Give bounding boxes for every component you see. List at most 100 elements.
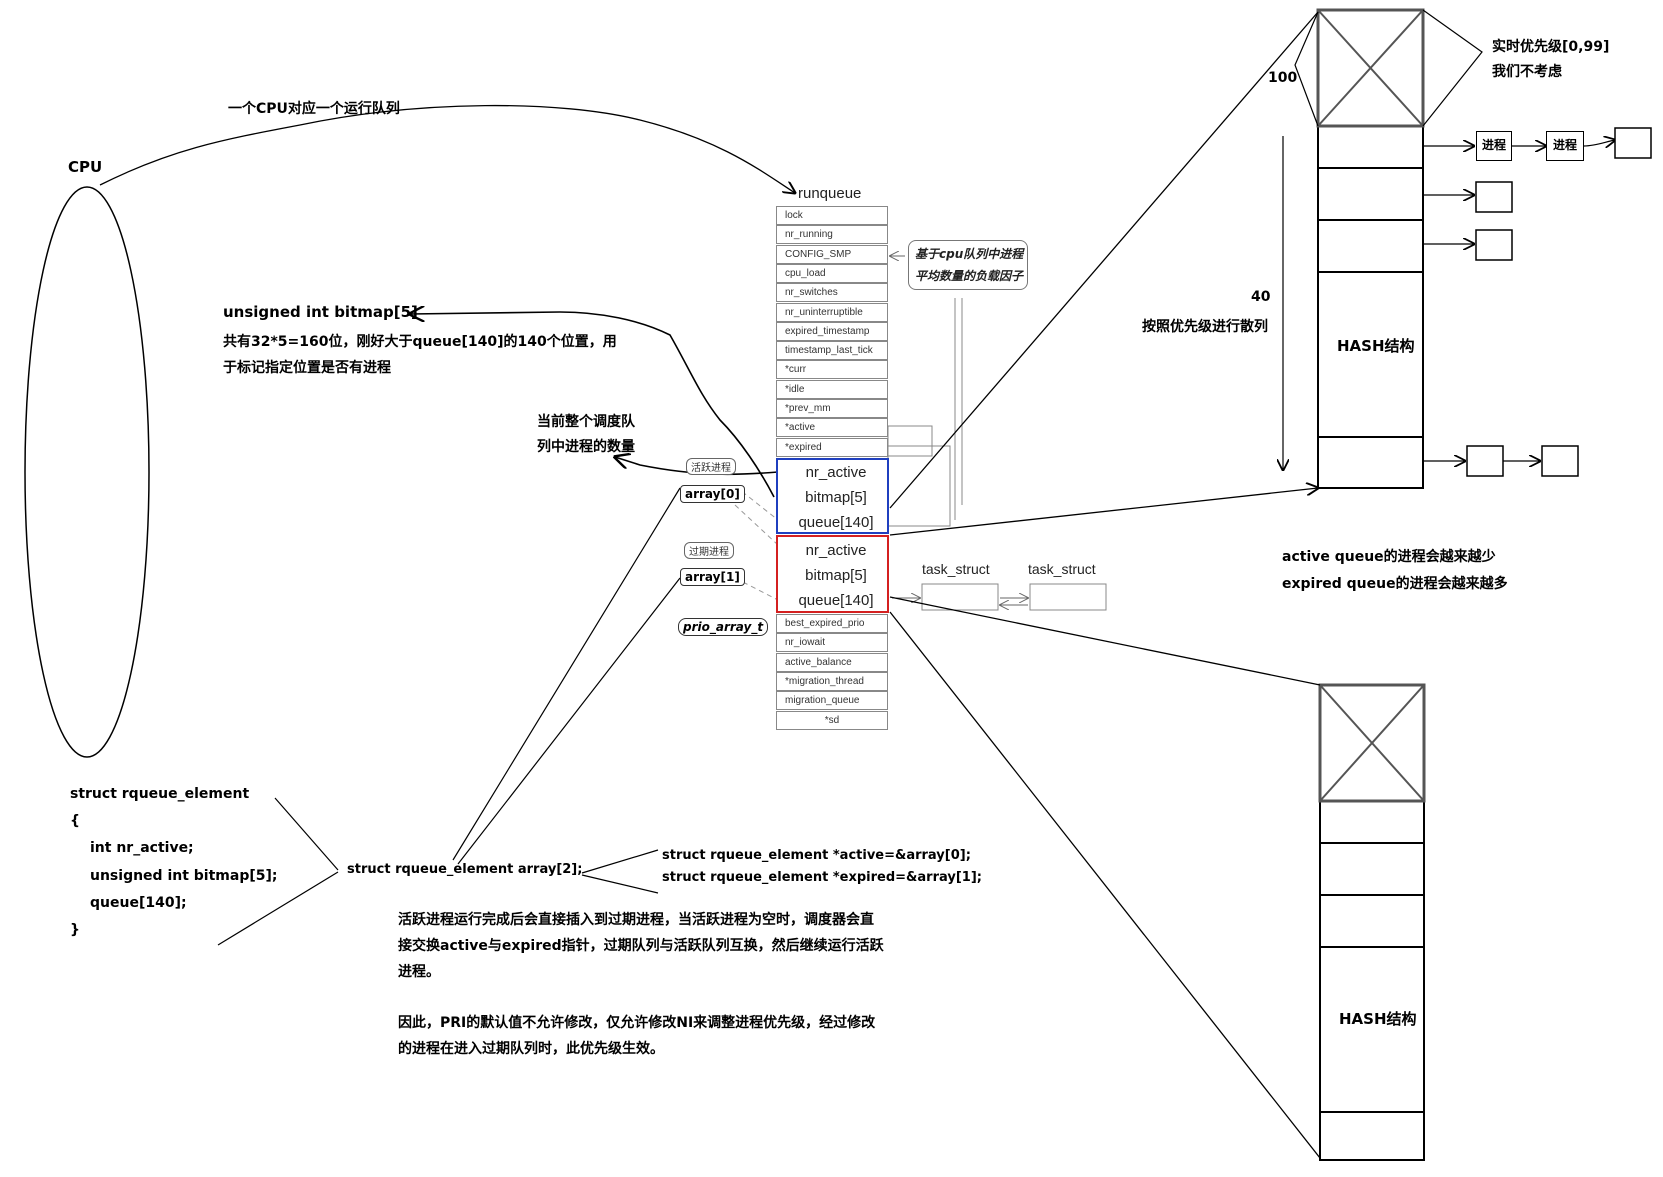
cpu-load-note-line2: 平均数量的负载因子 bbox=[915, 269, 1024, 283]
explanation-p2-line1: 因此，PRI的默认值不允许修改，仅允许修改NI来调整进程优先级，经过修改 bbox=[398, 1015, 876, 1031]
queue-note-line1: active queue的进程会越来越少 bbox=[1282, 549, 1496, 565]
cpu-load-note-line1: 基于cpu队列中进程 bbox=[915, 247, 1024, 261]
runqueue-field: *migration_thread bbox=[776, 671, 888, 691]
struct-line6: } bbox=[70, 922, 80, 938]
array1-dashed-line bbox=[734, 577, 779, 601]
runqueue-field: timestamp_last_tick bbox=[776, 341, 888, 361]
runqueue-field: *sd bbox=[776, 710, 888, 730]
bitmap-desc-line2: 于标记指定位置是否有进程 bbox=[223, 360, 391, 376]
struct-line4: unsigned int bitmap[5]; bbox=[90, 868, 278, 884]
expired-proj-top bbox=[889, 596, 1321, 686]
process-box-empty-5 bbox=[1541, 445, 1579, 477]
array0-tag: array[0] bbox=[680, 485, 745, 503]
runqueue-field: *idle bbox=[776, 379, 888, 399]
num-100: 100 bbox=[1268, 70, 1298, 86]
task-struct-label-1: task_struct bbox=[922, 561, 990, 577]
queue-note-line2: expired queue的进程会越来越多 bbox=[1282, 576, 1508, 592]
process-box-empty-1 bbox=[1614, 127, 1652, 159]
chain-1-arrow-3 bbox=[1583, 140, 1615, 146]
array-decl: struct rqueue_element array[2]; bbox=[347, 862, 583, 877]
explanation-p2-line2: 的进程在进入过期队列时，此优先级生效。 bbox=[398, 1041, 664, 1057]
active-queue: queue[140] bbox=[798, 514, 874, 531]
task-struct-box-1 bbox=[921, 583, 999, 611]
explanation-p1-line3: 进程。 bbox=[398, 964, 440, 980]
pointer-expired: struct rqueue_element *expired=&array[1]… bbox=[662, 870, 982, 885]
cpu-ellipse bbox=[24, 186, 150, 758]
active-process-tag: 活跃进程 bbox=[686, 458, 736, 475]
task-struct-label-2: task_struct bbox=[1028, 561, 1096, 577]
hash-top-container bbox=[1317, 9, 1424, 489]
runqueue-field: nr_iowait bbox=[776, 633, 888, 653]
realtime-note-line2: 我们不考虑 bbox=[1492, 64, 1562, 80]
expired-queue: queue[140] bbox=[798, 592, 874, 609]
runqueue-field: nr_running bbox=[776, 225, 888, 245]
runqueue-field: *active bbox=[776, 418, 888, 438]
struct-line3: int nr_active; bbox=[90, 840, 194, 856]
expired-bitmap: bitmap[5] bbox=[805, 567, 867, 584]
task-struct-box-2 bbox=[1029, 583, 1107, 611]
runqueue-field: *prev_mm bbox=[776, 399, 888, 418]
hash-top-label: HASH结构 bbox=[1337, 337, 1415, 355]
struct-brace-bottom bbox=[217, 871, 339, 946]
active-pointer-box bbox=[887, 425, 933, 457]
hash-bottom-container bbox=[1319, 684, 1425, 1161]
struct-line2: { bbox=[70, 813, 80, 829]
pointer-brace-top bbox=[581, 849, 659, 874]
expired-array-box bbox=[776, 535, 889, 613]
array-bracket-line bbox=[734, 504, 779, 546]
active-proj-bottom bbox=[889, 488, 1318, 536]
explanation-p1-line1: 活跃进程运行完成后会直接插入到过期进程，当活跃进程为空时，调度器会直 bbox=[398, 912, 874, 928]
hash-by-priority: 按照优先级进行散列 bbox=[1142, 319, 1268, 335]
expired-proj-bottom bbox=[889, 611, 1321, 1159]
hash-bottom-label: HASH结构 bbox=[1339, 1010, 1417, 1028]
expired-process-tag: 过期进程 bbox=[684, 542, 734, 559]
runqueue-field: active_balance bbox=[776, 652, 888, 672]
runqueue-title: runqueue bbox=[798, 185, 862, 202]
bitmap-arrow bbox=[410, 312, 775, 498]
expired-pointer-box bbox=[887, 445, 951, 527]
struct-line1: struct rqueue_element bbox=[70, 786, 250, 802]
prio-array-tag: prio_array_t bbox=[678, 618, 769, 636]
cpu-load-note-box: 基于cpu队列中进程 平均数量的负载因子 bbox=[908, 240, 1028, 290]
explanation-p1-line2: 接交换active与expired指针，过期队列与活跃队列互换，然后继续运行活跃 bbox=[398, 938, 884, 954]
hash-bottom-realtime-box bbox=[1318, 683, 1426, 803]
process-box-empty-4 bbox=[1466, 445, 1504, 477]
struct-brace-top bbox=[274, 797, 339, 871]
runqueue-field: expired_timestamp bbox=[776, 321, 888, 341]
realtime-bracket bbox=[1422, 9, 1483, 127]
process-box-2: 进程 bbox=[1546, 131, 1584, 161]
cpu-runqueue-note: 一个CPU对应一个运行队列 bbox=[228, 101, 400, 117]
active-array-box bbox=[776, 458, 889, 534]
num100-bracket bbox=[1294, 11, 1319, 127]
realtime-note-line1: 实时优先级[0,99] bbox=[1492, 39, 1610, 55]
runqueue-field: nr_uninterruptible bbox=[776, 302, 888, 322]
hash-top-realtime-box bbox=[1316, 8, 1425, 128]
bitmap-desc-line1: 共有32*5=160位，刚好大于queue[140]的140个位置，用 bbox=[223, 334, 617, 350]
num-40: 40 bbox=[1251, 289, 1271, 305]
runqueue-field: *curr bbox=[776, 360, 888, 380]
hash-bottom-cross-2 bbox=[1319, 684, 1425, 802]
process-box-empty-2 bbox=[1475, 181, 1513, 213]
array1-tag: array[1] bbox=[680, 568, 745, 586]
cpu-to-runqueue-arrow bbox=[99, 104, 795, 193]
hash-top-cross-2 bbox=[1317, 9, 1424, 127]
count-note-line2: 列中进程的数量 bbox=[537, 439, 635, 455]
count-note-line1: 当前整个调度队 bbox=[537, 414, 635, 430]
cpu-label: CPU bbox=[68, 158, 103, 176]
active-nr-active: nr_active bbox=[805, 464, 867, 481]
runqueue-field: lock bbox=[776, 206, 888, 225]
expired-nr-active: nr_active bbox=[805, 542, 867, 559]
bitmap-title: unsigned int bitmap[5] bbox=[223, 303, 418, 321]
runqueue-field: cpu_load bbox=[776, 263, 888, 283]
process-box-empty-3 bbox=[1475, 229, 1513, 261]
struct-line5: queue[140]; bbox=[90, 895, 187, 911]
active-bitmap: bitmap[5] bbox=[805, 489, 867, 506]
array2-to-array0 bbox=[452, 487, 681, 861]
array2-to-array1 bbox=[457, 577, 681, 865]
runqueue-field: CONFIG_SMP bbox=[776, 244, 888, 264]
runqueue-field: best_expired_prio bbox=[776, 614, 888, 633]
pointer-brace-bottom bbox=[581, 874, 659, 894]
runqueue-field: migration_queue bbox=[776, 691, 888, 711]
pointer-active: struct rqueue_element *active=&array[0]; bbox=[662, 848, 971, 863]
